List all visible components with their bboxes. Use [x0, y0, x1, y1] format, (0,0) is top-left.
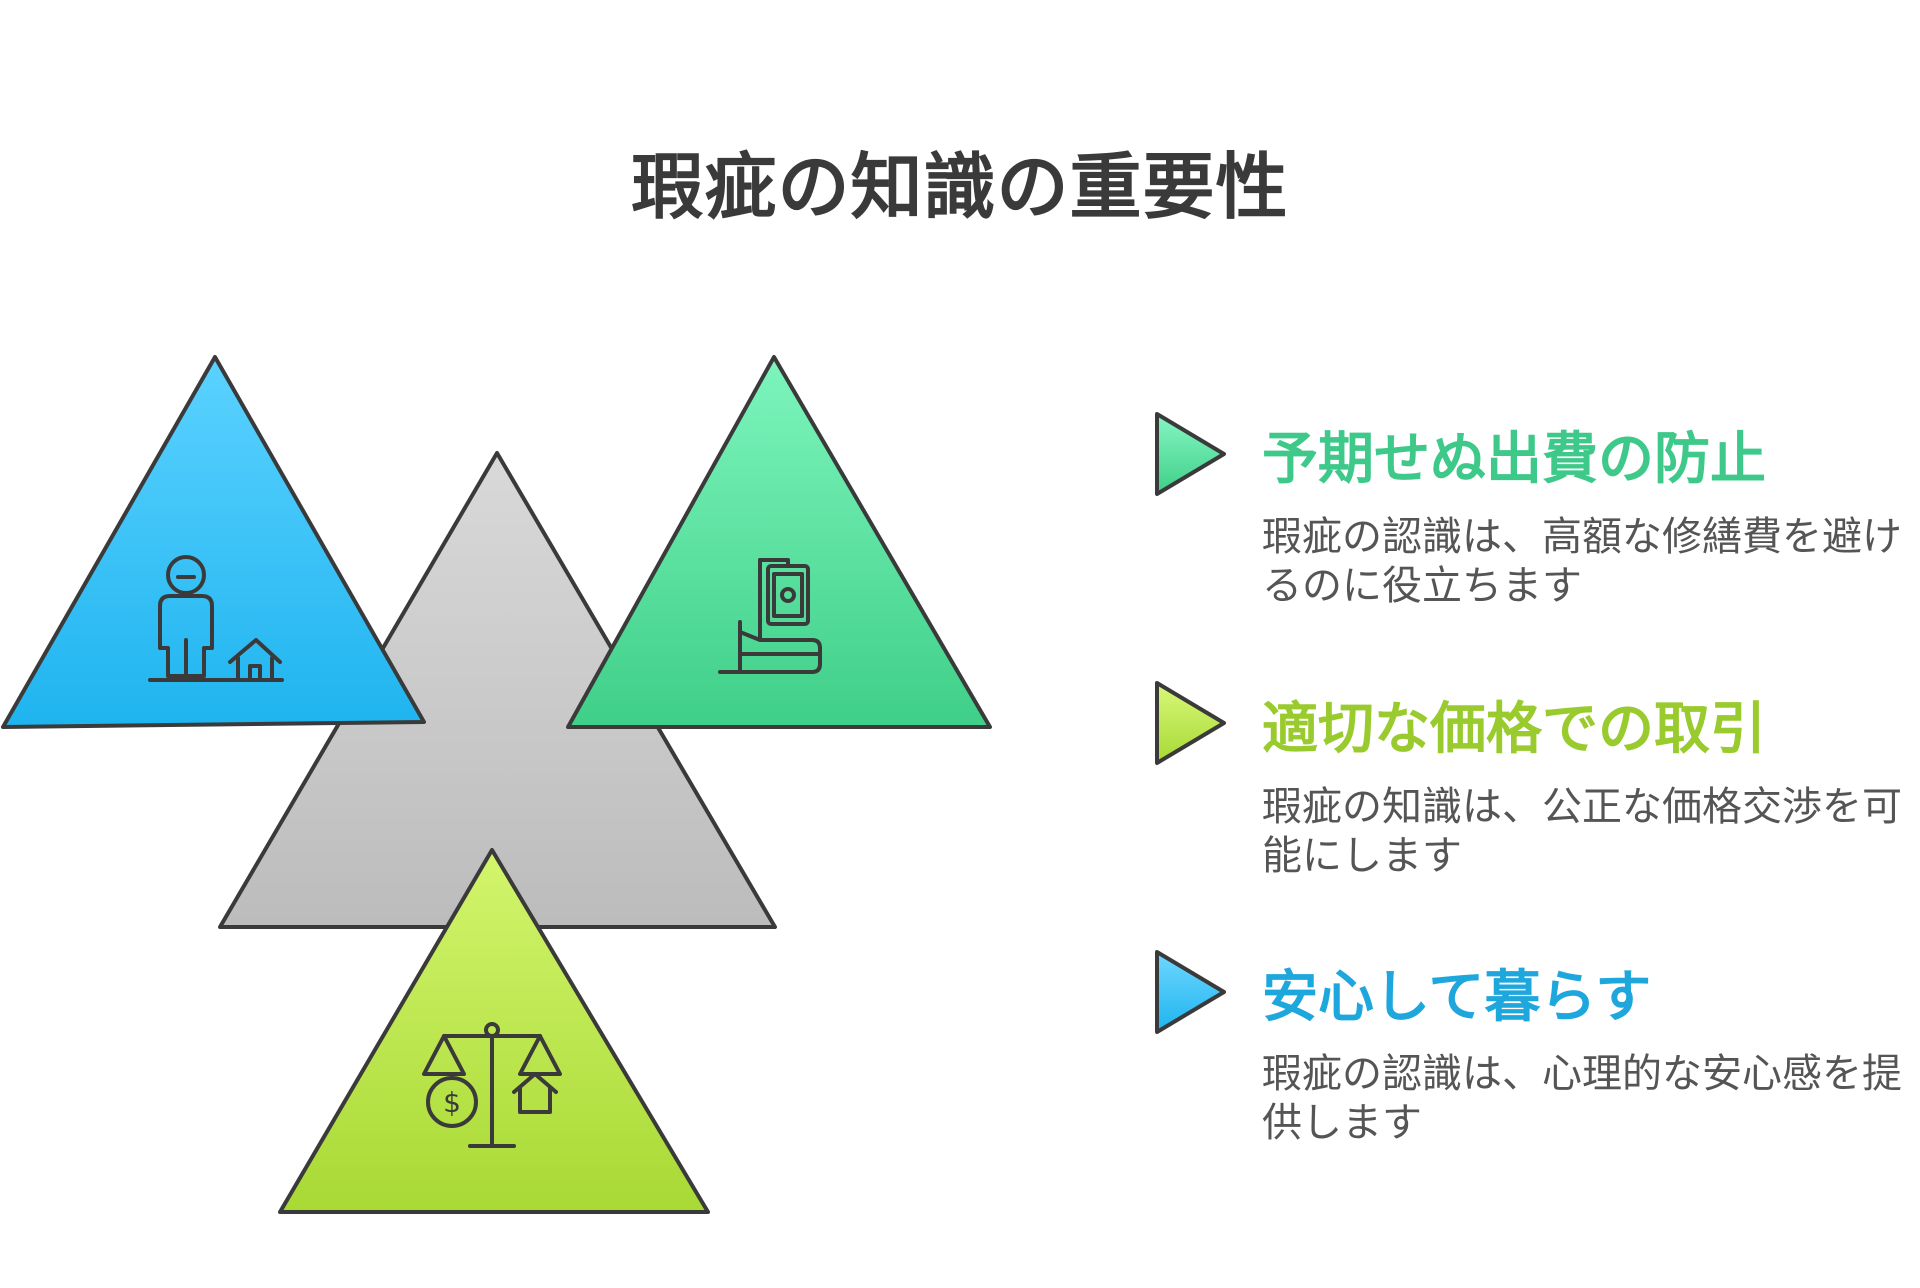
- green-triangle: [566, 355, 992, 729]
- item3-heading: 安心して暮らす: [1262, 965, 1652, 1030]
- item2-marker-icon: [1155, 681, 1226, 765]
- item1-marker-icon: [1155, 412, 1226, 496]
- lime-triangle: [278, 848, 710, 1214]
- item3-description: 瑕疵の認識は、心理的な安心感を提供します: [1262, 1051, 1902, 1146]
- diagram-title: 瑕疵の知識の重要性: [631, 145, 1289, 229]
- item1-description: 瑕疵の認識は、高額な修繕費を避けるのに役立ちます: [1262, 514, 1902, 609]
- item2-heading: 適切な価格での取引: [1262, 697, 1766, 762]
- item3-marker-icon: [1155, 950, 1226, 1034]
- hand-holding-money-icon: [718, 558, 822, 674]
- scale-money-house-icon: $: [422, 1022, 562, 1148]
- blue-triangle: [1, 355, 426, 729]
- item1-heading: 予期せぬ出費の防止: [1262, 427, 1766, 492]
- item2-description: 瑕疵の知識は、公正な価格交渉を可能にします: [1262, 784, 1902, 879]
- svg-text:$: $: [443, 1086, 461, 1119]
- person-and-house-icon: [148, 555, 284, 682]
